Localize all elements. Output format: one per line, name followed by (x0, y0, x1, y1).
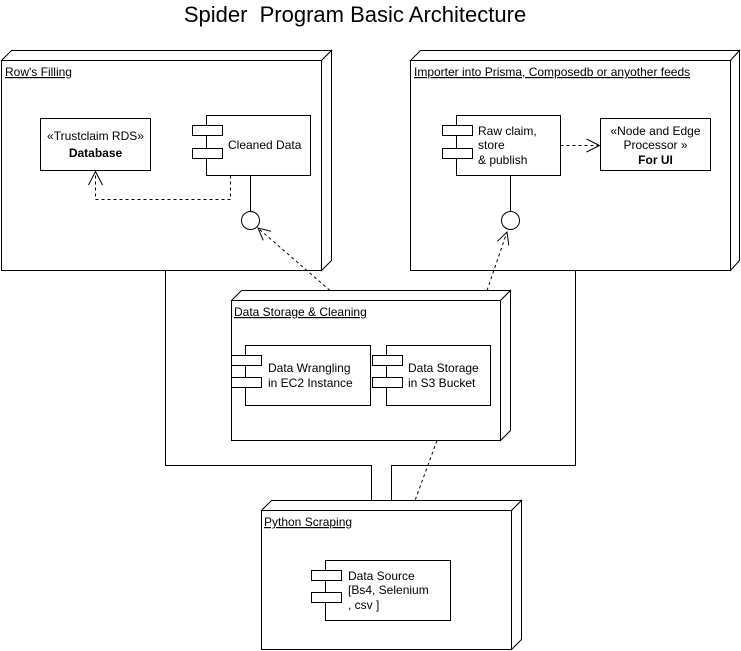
component-data-storage-s3: Data Storage in S3 Bucket (372, 345, 491, 406)
component-tab-icon (231, 377, 262, 388)
component-tab-icon (442, 148, 473, 159)
node-importer: Importer into Prisma, Composedb or anyot… (409, 49, 741, 272)
dependency-line (95, 172, 231, 200)
component-label-line: , csv ] (348, 598, 379, 612)
node-side-face (730, 49, 740, 272)
component-trustclaim-database: «Trustclaim RDS» Database (40, 118, 151, 171)
node-side-face (500, 289, 511, 442)
component-body (386, 345, 491, 406)
component-tab-icon (192, 148, 223, 159)
node-top-face (260, 500, 523, 511)
component-tab-icon (311, 570, 342, 581)
component-label-line: & publish (478, 153, 527, 167)
component-tab-icon (442, 125, 473, 136)
component-tab-icon (192, 125, 223, 136)
dependency-storage-to-raw-claim-interface (486, 230, 510, 291)
component-body (456, 115, 561, 176)
component-label-line: in EC2 Instance (268, 376, 353, 390)
interface-cleaned-data (241, 175, 260, 230)
dependency-line (258, 228, 331, 291)
component-label-line: [Bs4, Selenium (348, 583, 429, 597)
interface-raw-claim (501, 175, 520, 230)
node-top-face (230, 290, 512, 301)
node-python-scraping: Python Scraping Data Source [Bs4, Seleni… (260, 499, 523, 651)
component-stereotype: «Trustclaim RDS» (47, 129, 144, 143)
node-side-face (511, 499, 522, 651)
component-label: Cleaned Data (228, 138, 302, 152)
connector-rows-filling-to-python-scraping (165, 270, 372, 501)
component-tab-icon (372, 377, 403, 388)
component-body (245, 345, 371, 406)
dependency-cleaned-data-to-database (88, 170, 231, 200)
component-label-line: Raw claim, (478, 124, 537, 138)
component-stereotype-line: «Node and Edge (610, 124, 700, 138)
component-box (600, 118, 711, 171)
node-top-face (0, 50, 333, 61)
component-label-line: Data Storage (408, 361, 479, 375)
component-name: For UI (638, 153, 673, 167)
node-label: Python Scraping (264, 515, 352, 529)
dependency-storage-to-cleaned-data-interface (257, 227, 331, 291)
component-tab-icon (311, 592, 342, 603)
component-tab-icon (231, 355, 262, 366)
component-stereotype-line: Processor » (623, 138, 687, 152)
node-label: Data Storage & Cleaning (234, 305, 367, 319)
component-data-wrangling: Data Wrangling in EC2 Instance (231, 345, 371, 406)
component-label-line: in S3 Bucket (408, 376, 476, 390)
component-raw-claim: Raw claim, store & publish (442, 115, 561, 176)
component-label-line: Data Wrangling (268, 361, 351, 375)
component-label-line: store (478, 138, 505, 152)
open-arrowhead-icon (497, 230, 510, 246)
connector-importer-to-python-scraping (391, 270, 576, 501)
component-box (40, 118, 151, 171)
diagram-title: Spider Program Basic Architecture (184, 2, 526, 27)
dependency-python-scraping-to-storage (414, 440, 438, 501)
component-cleaned-data: Cleaned Data (192, 115, 311, 176)
component-name: Database (69, 146, 123, 160)
component-body (325, 560, 451, 621)
node-rows-filling: Row's Filling «Trustclaim RDS» Database … (0, 49, 333, 272)
node-data-storage-cleaning: Data Storage & Cleaning Data Wrangling i… (230, 289, 512, 442)
component-data-source: Data Source [Bs4, Selenium , csv ] (311, 560, 451, 621)
node-label: Row's Filling (5, 65, 72, 79)
component-body (206, 115, 311, 176)
dependency-raw-claim-to-processor (560, 138, 601, 153)
open-arrowhead-icon (257, 227, 272, 241)
node-side-face (321, 49, 332, 272)
component-label-line: Data Source (348, 569, 415, 583)
component-tab-icon (372, 355, 403, 366)
component-node-edge-processor: «Node and Edge Processor » For UI (600, 118, 711, 171)
open-arrowhead-icon (88, 170, 103, 186)
interface-circle-icon (241, 211, 260, 230)
dependency-line (486, 232, 508, 291)
open-arrowhead-icon (586, 138, 601, 153)
node-label: Importer into Prisma, Composedb or anyot… (414, 65, 690, 79)
interface-circle-icon (501, 211, 520, 230)
node-top-face (409, 50, 741, 61)
